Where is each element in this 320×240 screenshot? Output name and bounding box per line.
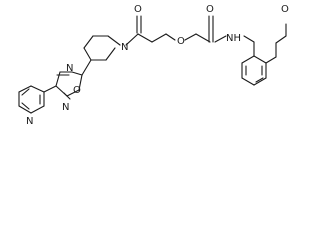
carbonyl-o-right-label: O	[206, 4, 214, 15]
oxadiazole-n-top-label: N	[66, 63, 73, 74]
ether-o-label: O	[177, 36, 185, 47]
ether-amide-linker	[184, 15, 255, 43]
molecule-drawing: N O O O NH O O N N N	[18, 4, 289, 127]
piperidine-n-label: N	[121, 42, 128, 53]
acyl-linker	[125, 15, 176, 46]
carbonyl-o-left-label: O	[134, 4, 142, 15]
oxadiazole-o-label: O	[73, 85, 81, 96]
piperidine-ring	[83, 35, 121, 61]
structure-diagram: N O O O NH O O N N N	[18, 4, 289, 127]
oxadiazole-ring	[55, 59, 92, 100]
amide-nh-label: NH	[226, 33, 241, 44]
oxadiazole-n-bottom-label: N	[62, 102, 69, 113]
pyridine-ring	[18, 85, 57, 114]
methoxy-o-label: O	[281, 4, 289, 15]
methoxybenzyl-ring	[241, 23, 287, 86]
pyridine-n-label: N	[26, 116, 33, 127]
